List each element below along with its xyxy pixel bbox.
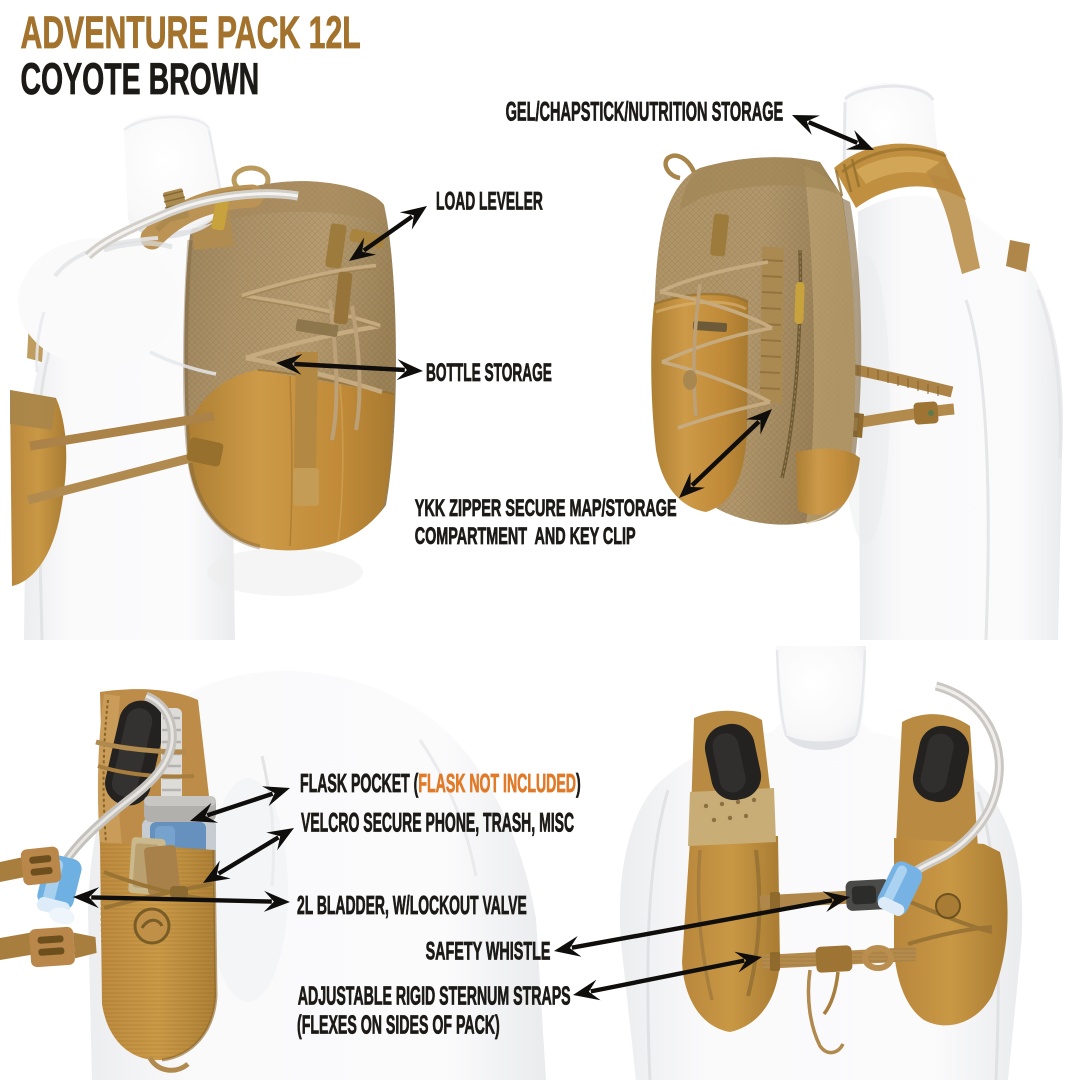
svg-text:GEL/CHAPSTICK/NUTRITION STORAG: GEL/CHAPSTICK/NUTRITION STORAGE xyxy=(506,96,784,127)
svg-text:LOAD LEVELER: LOAD LEVELER xyxy=(436,187,543,216)
svg-text:YKK ZIPPER SECURE MAP/STORAGE: YKK ZIPPER SECURE MAP/STORAGE xyxy=(415,496,677,523)
svg-text:SAFETY WHISTLE: SAFETY WHISTLE xyxy=(426,937,551,965)
svg-text:ADJUSTABLE RIGID STERNUM STRAP: ADJUSTABLE RIGID STERNUM STRAPS xyxy=(298,982,571,1011)
svg-text:(FLEXES ON SIDES OF PACK): (FLEXES ON SIDES OF PACK) xyxy=(297,1011,500,1040)
svg-text:2L BLADDER, W/LOCKOUT VALVE: 2L BLADDER, W/LOCKOUT VALVE xyxy=(297,892,527,921)
svg-text:VELCRO SECURE PHONE, TRASH, MI: VELCRO SECURE PHONE, TRASH, MISC xyxy=(301,807,574,838)
svg-text:COYOTE BROWN: COYOTE BROWN xyxy=(21,54,260,104)
svg-text:BOTTLE STORAGE: BOTTLE STORAGE xyxy=(426,360,552,387)
svg-text:FLASK POCKET (FLASK NOT INCLUD: FLASK POCKET (FLASK NOT INCLUDED) xyxy=(300,770,581,799)
svg-text:COMPARTMENT AND KEY CLIP: COMPARTMENT AND KEY CLIP xyxy=(415,524,636,551)
svg-text:ADVENTURE PACK 12L: ADVENTURE PACK 12L xyxy=(21,8,361,59)
